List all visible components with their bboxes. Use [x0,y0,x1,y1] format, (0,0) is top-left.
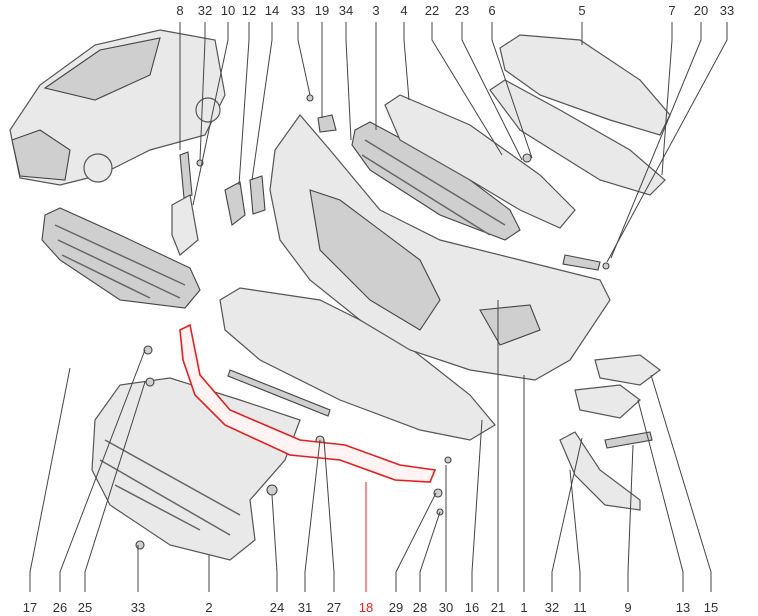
vehicle-illustration [9,29,226,186]
callout-label-34: 34 [339,3,353,18]
part-1-bumper-cover [269,114,611,381]
leader-line-23 [461,22,523,161]
callout-label-4: 4 [400,3,407,18]
callout-label-11: 11 [573,600,587,615]
callout-label-15: 15 [704,600,718,615]
callout-label-9: 9 [624,600,631,615]
callout-label-20: 20 [694,3,708,18]
callout-label-21: 21 [491,600,505,615]
leader-line-16 [471,419,483,592]
callout-label-8: 8 [176,3,183,18]
callout-label-29: 29 [389,600,403,615]
callout-label-7: 7 [668,3,675,18]
callout-label-16: 16 [465,600,479,615]
leader-line-11 [569,469,581,592]
leader-line-24 [271,494,278,592]
callout-label-17: 17 [23,600,37,615]
small-parts [135,94,661,550]
leader-line-25 [84,381,146,592]
callout-label-12: 12 [242,3,256,18]
leader-line-9 [627,444,634,592]
callout-label-22: 22 [425,3,439,18]
leader-line-13 [637,399,684,592]
part-7-beam [489,79,666,196]
callout-label-32: 32 [545,600,559,615]
callout-label-33: 33 [291,3,305,18]
callout-label-13: 13 [676,600,690,615]
callout-label-5: 5 [578,3,585,18]
callout-label-10: 10 [221,3,235,18]
leader-line-29 [395,492,437,592]
callout-label-31: 31 [298,600,312,615]
callout-label-19: 19 [315,3,329,18]
part-17-grille [41,207,201,309]
leader-line-14 [251,22,273,181]
leader-line-27 [323,439,335,592]
callout-label-26: 26 [53,600,67,615]
part-5-absorber [499,34,671,136]
callout-label-32: 32 [198,3,212,18]
leader-line-10 [192,22,229,206]
callout-label-6: 6 [488,3,495,18]
part-18-highlighted-strip [179,323,437,483]
leader-line-6 [491,22,533,159]
callout-label-14: 14 [265,3,279,18]
callout-label-33: 33 [720,3,734,18]
callout-label-23: 23 [455,3,469,18]
callout-label-33: 33 [131,600,145,615]
leader-line-26 [59,349,146,592]
leader-line-17 [29,367,71,592]
callout-label-1: 1 [520,600,527,615]
callout-label-3: 3 [372,3,379,18]
callout-label-25: 25 [78,600,92,615]
callout-label-18: 18 [359,600,373,615]
leader-line-31 [304,439,321,592]
callout-label-27: 27 [327,600,341,615]
callout-label-30: 30 [439,600,453,615]
leader-line-7 [661,22,673,176]
part-2-lower-panel [91,377,301,561]
leader-line-32 [199,22,206,161]
part-16-undertray [219,287,496,441]
part-4-bracket [384,94,576,229]
leader-line-4 [403,22,410,101]
leader-line-22 [431,22,503,156]
leader-line-12 [238,22,250,186]
leader-line-15 [650,374,712,592]
leader-line-34 [345,22,352,141]
leader-line-28 [419,511,441,592]
leader-line-32 [551,437,583,592]
leader-line-33 [606,22,728,263]
callout-label-28: 28 [413,600,427,615]
callout-label-2: 2 [205,600,212,615]
leader-line-33 [297,22,311,96]
callout-label-24: 24 [270,600,284,615]
leader-line-20 [610,22,702,259]
